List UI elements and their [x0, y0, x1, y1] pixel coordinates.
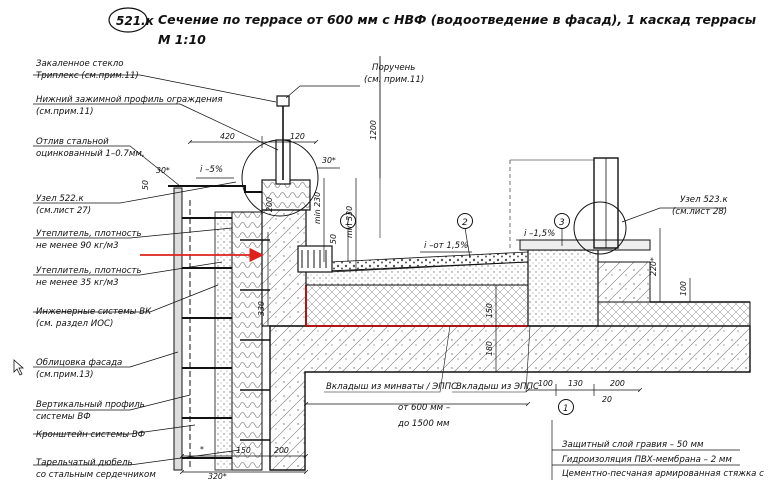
dim-420: 420: [220, 132, 235, 141]
callout-glass-l1: Закаленное стекло: [36, 59, 124, 69]
dim-200: 200: [610, 379, 625, 388]
title-text: Сечение по террасе от 600 мм с НВФ (водо…: [158, 12, 756, 27]
dim-130: 130: [568, 379, 583, 388]
slope-middle: i –от 1,5%: [424, 241, 468, 251]
mouse-cursor-icon: [13, 359, 25, 376]
insert-epps: Вкладыш из ЭППС: [456, 382, 539, 392]
dim-min330: min 330: [345, 206, 354, 238]
dim-50: 50: [141, 180, 150, 190]
terrace-insulation: [305, 284, 529, 327]
right-callout: Узел 523.к (см.лист 28): [621, 195, 728, 223]
dim-100: 100: [538, 379, 553, 388]
dim-200-wall: 200: [265, 197, 274, 212]
top-callout: Поручень (см. прим.11): [285, 63, 424, 99]
callout-insul35-l1: Утеплитель, плотность: [36, 266, 142, 276]
insert-mineral: Вкладыш из минваты / ЭППС: [326, 382, 457, 392]
dim-150: 150: [236, 446, 251, 455]
node-523-circle: [573, 201, 627, 255]
callout-cladding-l1: Облицовка фасада: [36, 358, 122, 368]
handrail: [276, 95, 290, 107]
callout-glass-l2: Триплекс (см.прим.11): [36, 71, 139, 81]
legend-marker: 1: [563, 404, 568, 414]
left-callouts: Закаленное стекло Триплекс (см.прим.11) …: [36, 59, 223, 480]
marker-2: 2: [462, 218, 468, 228]
title-scale: М 1:10: [158, 32, 206, 47]
dim-30-top: 30*: [322, 156, 336, 165]
layer-3: Цементно-песчаная армированная стяжка с: [562, 469, 764, 479]
step-block: [527, 249, 599, 327]
dim-180: 180: [485, 341, 494, 356]
callout-dowel-l1: Тарельчатый дюбель: [36, 458, 133, 468]
callout-handrail-l1: Поручень: [372, 63, 415, 73]
callout-clamp-l1: Нижний зажимной профиль ограждения: [36, 95, 223, 105]
callout-dowel-l2: со стальным сердечником: [36, 470, 156, 480]
callout-node523-l2: (см.лист 28): [672, 207, 727, 217]
title-block: 521.к Сечение по террасе от 600 мм с НВФ…: [108, 7, 756, 47]
callout-flashing-l2: оцинкованный 1–0.7мм,: [36, 149, 145, 159]
dim-20: 20: [602, 395, 612, 404]
dim-150-low: 150: [485, 303, 494, 318]
structure: [168, 56, 751, 471]
wall-insulation-dense: [231, 211, 263, 471]
dim-330-wall: 330: [257, 301, 266, 316]
callout-insul35-l2: не менее 35 кг/м3: [36, 278, 119, 288]
slope-left: i –5%: [200, 165, 223, 175]
wall-insulation-light: [214, 211, 233, 471]
callout-handrail-l2: (см. прим.11): [364, 75, 424, 85]
dim-100-right: 100: [679, 281, 688, 296]
dim-1200: 1200: [369, 120, 378, 140]
insert-range-2: до 1500 мм: [397, 419, 450, 429]
drain-box: [297, 245, 333, 273]
step-insulation: [597, 261, 651, 303]
callout-engsys-l2: (см. раздел ИОС): [36, 319, 113, 329]
dim-star: *: [200, 445, 204, 454]
dim-30-left: 30*: [156, 166, 170, 175]
drain-grill: [301, 250, 327, 268]
dim-200-bottom: 200: [274, 446, 289, 455]
dim-320: 320*: [208, 472, 227, 480]
layer-legend: 1 Защитный слой гравия – 50 мм Гидроизол…: [551, 399, 764, 480]
title-number-oval: [108, 7, 148, 33]
slope-right: i –1,5%: [524, 229, 555, 239]
callout-flashing-l1: Отлив стальной: [36, 137, 109, 147]
callout-bracket-l1: Кронштейн системы ВФ: [36, 430, 145, 440]
dim-min230: min 230: [313, 192, 322, 224]
callout-insul90-l2: не менее 90 кг/м3: [36, 241, 119, 251]
callout-insul90-l1: Утеплитель, плотность: [36, 229, 142, 239]
callout-cladding-l2: (см.прим.13): [36, 370, 93, 380]
layer-1: Защитный слой гравия – 50 мм: [562, 440, 704, 450]
callout-engsys-l1: Инженерные системы ВК: [36, 307, 152, 317]
steel-flashing: [168, 185, 262, 193]
railing-profile: [261, 179, 311, 211]
anchors: [240, 239, 270, 441]
callout-clamp-l2: (см.прим.11): [36, 107, 93, 117]
marker-1: 1: [345, 218, 351, 228]
dimensions: [182, 56, 691, 472]
callout-profile-l2: системы ВФ: [36, 412, 91, 422]
callout-node523-l1: Узел 523.к: [680, 195, 728, 205]
dimension-labels: 420 120 30* 30* 50 200 1200 min 230 min …: [141, 120, 688, 480]
slope-labels: i –5% i –от 1,5% i –1,5%: [196, 165, 556, 253]
door-threshold: [519, 239, 651, 251]
callout-node522-l2: (см.лист 27): [36, 206, 91, 216]
callout-node522-l1: Узел 522.к: [36, 194, 84, 204]
callout-profile-l1: Вертикальный профиль: [36, 400, 145, 410]
layer-2: Гидроизоляция ПВХ-мембрана – 2 мм: [562, 455, 732, 465]
facade-cladding: [173, 187, 183, 471]
insert-range-1: от 600 мм –: [398, 403, 450, 413]
title-number: 521.к: [116, 14, 155, 28]
dim-50-step: 50: [329, 234, 338, 244]
dim-120: 120: [290, 132, 305, 141]
dim-220: 220*: [649, 257, 658, 276]
marker-3: 3: [559, 218, 565, 228]
upper-slab: [597, 301, 751, 327]
markers: 1 2 3: [340, 213, 570, 262]
